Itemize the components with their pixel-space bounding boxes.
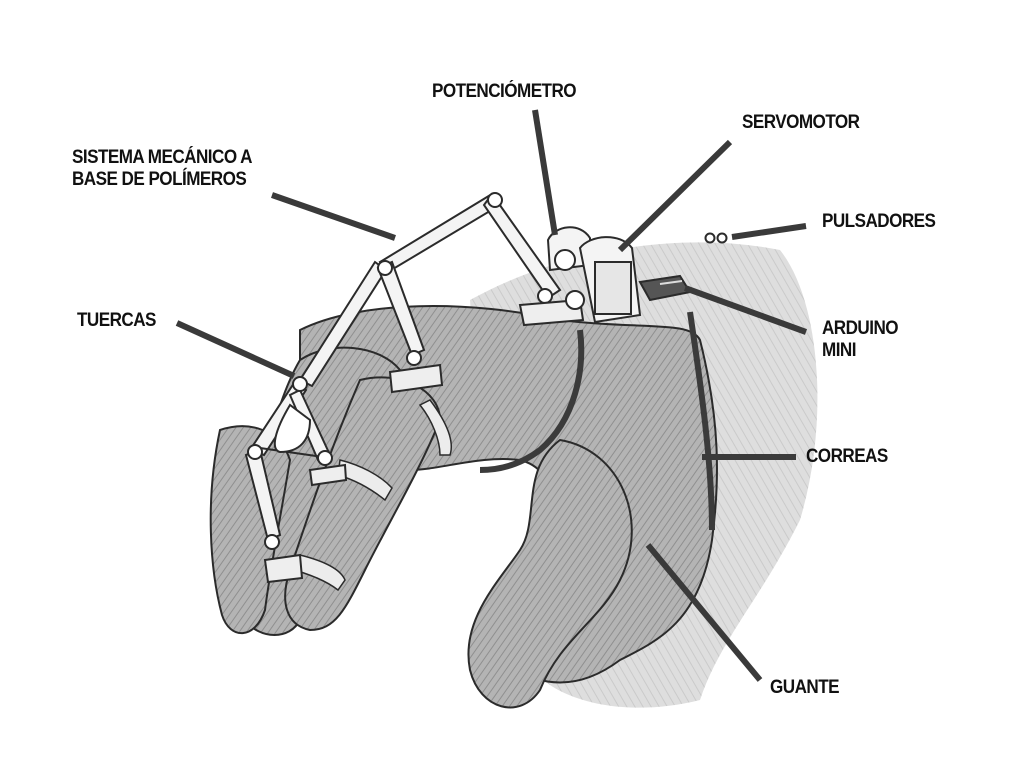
leader-pulsadores bbox=[731, 223, 807, 240]
nuts-pivots bbox=[247, 192, 553, 550]
strap-finger-3 bbox=[294, 554, 346, 592]
push-buttons bbox=[704, 232, 728, 244]
strap-hand bbox=[479, 329, 585, 473]
strap-finger-2 bbox=[337, 459, 393, 502]
leader-tuercas bbox=[175, 320, 296, 379]
leader-servomotor bbox=[617, 139, 733, 253]
strap-wrist bbox=[687, 311, 715, 531]
leader-potenciometro bbox=[532, 109, 558, 236]
label-servomotor: SERVOMOTOR bbox=[742, 112, 860, 133]
label-arduino-mini: ARDUINO MINI bbox=[822, 318, 899, 361]
label-sistema-mecanico: SISTEMA MECÁNICO A BASE DE POLÍMEROS bbox=[72, 147, 253, 190]
mechanical-linkage bbox=[244, 192, 562, 542]
glove-thumb bbox=[467, 438, 633, 709]
mounting-blocks bbox=[263, 298, 585, 584]
label-tuercas: TUERCAS bbox=[77, 310, 156, 331]
label-guante: GUANTE bbox=[770, 677, 839, 698]
leader-arduino bbox=[683, 285, 808, 335]
label-pulsadores: PULSADORES bbox=[822, 211, 936, 232]
leader-lines bbox=[175, 109, 808, 682]
leader-guante bbox=[645, 543, 763, 682]
strap-finger-1 bbox=[418, 399, 452, 456]
leader-sistema bbox=[271, 192, 396, 241]
label-potenciometro: POTENCIÓMETRO bbox=[432, 81, 577, 102]
label-correas: CORREAS bbox=[806, 446, 888, 467]
